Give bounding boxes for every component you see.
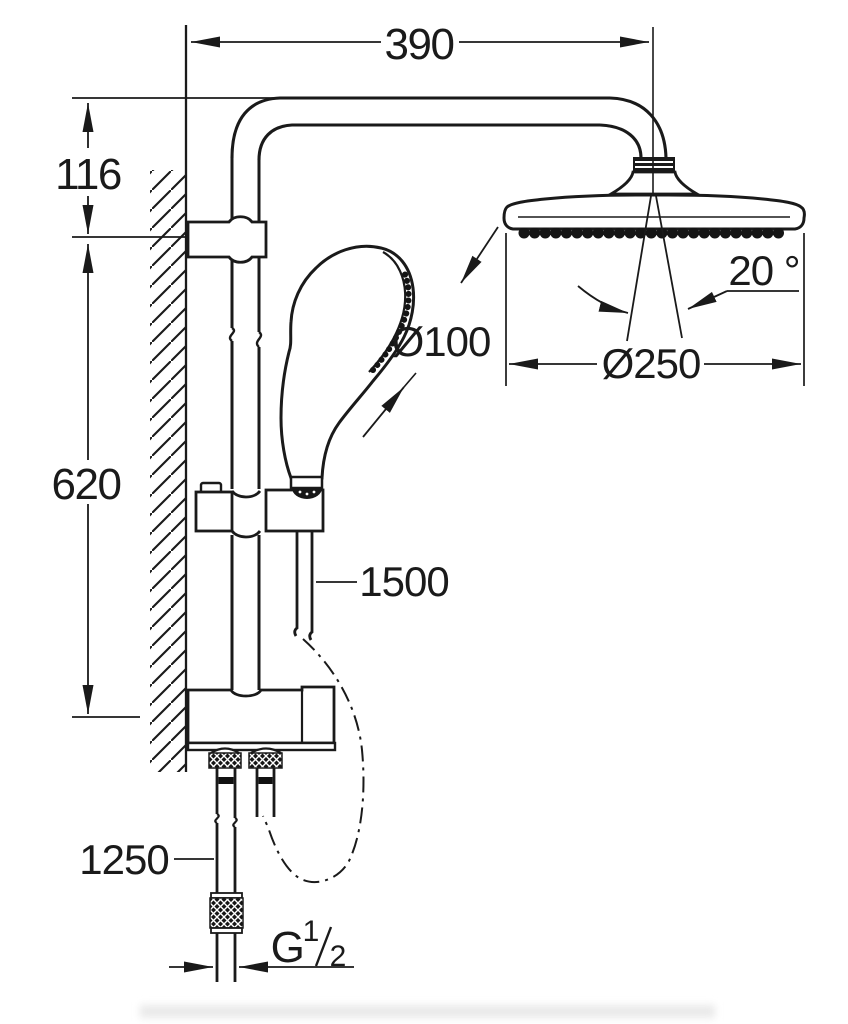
left-nut-dome — [210, 747, 240, 754]
head-shower-disc — [502, 193, 806, 231]
dome-dot — [305, 492, 309, 496]
dim-100-lower-tail — [403, 372, 417, 388]
label-head-drop: 116 — [55, 150, 121, 199]
arm-inner-edge — [257, 123, 600, 161]
supply-hose-band — [218, 777, 234, 784]
arm-outer-edge — [230, 96, 610, 159]
bottom-fitting — [186, 685, 337, 982]
label-thread-numerator: 1 — [303, 915, 320, 948]
angle-right-leader — [687, 290, 728, 310]
arm-right-inner — [599, 123, 643, 159]
dim-100-lower-arrow — [362, 386, 405, 438]
wall-bracket — [186, 215, 268, 264]
hand-shower — [279, 244, 416, 490]
label-head-dia: Ø250 — [602, 340, 701, 387]
hose-left-edge — [293, 531, 299, 637]
overhead-shower — [502, 27, 806, 342]
head-connector-nut — [633, 157, 675, 172]
hose-right-edge — [308, 531, 314, 641]
inlet-pipe — [215, 933, 237, 982]
label-thread-letter: G — [271, 923, 304, 972]
dome-dot — [312, 490, 316, 494]
hand-shower-hose — [262, 531, 365, 884]
label-hand-hose-length: 1500 — [359, 558, 448, 605]
watermark-remnant — [140, 1005, 715, 1018]
label-rail-span: 620 — [52, 460, 121, 509]
spray-cone-left-line — [626, 195, 652, 342]
right-nut-dome — [250, 747, 282, 754]
supply-hose-break-left — [214, 813, 220, 824]
rail-break-right — [255, 331, 263, 348]
rail-break-left — [228, 326, 236, 342]
thread-fraction-slash — [314, 926, 333, 967]
wall-hatching — [150, 170, 186, 772]
fitting-body — [186, 685, 336, 745]
lower-knurled-nut — [209, 897, 244, 929]
dimensions — [72, 36, 805, 973]
label-thread-denominator: 2 — [330, 940, 347, 973]
hand-shower-face-knurl — [370, 267, 412, 373]
shower-arm — [230, 96, 668, 161]
supply-hose-break-right — [232, 817, 238, 828]
short-hose-band — [258, 777, 273, 784]
slider-left-block — [194, 490, 234, 533]
lower-nut-bottom-band — [210, 927, 243, 934]
spray-cone-right-line — [655, 195, 683, 339]
rail-slider-holder — [194, 481, 325, 539]
supply-hose — [214, 768, 276, 893]
slider-top-wave — [230, 490, 262, 499]
dome-dot — [298, 490, 302, 494]
label-supply-hose-length: 1250 — [79, 836, 168, 883]
left-knurled-nut — [208, 752, 242, 769]
dim-100-upper-arrow — [460, 226, 499, 284]
arm-right-outer — [609, 96, 668, 159]
wall-section — [150, 25, 188, 772]
label-arm-reach: 390 — [385, 20, 454, 69]
right-knurled-nut — [248, 752, 283, 769]
label-hand-shower-dia: Ø100 — [392, 318, 491, 365]
label-spray-angle: 20 ° — [728, 247, 799, 294]
slider-bottom-wave — [230, 530, 262, 539]
dimension-labels: 390 116 620 Ø100 Ø250 20 ° 1500 1250 G 1… — [52, 20, 801, 973]
angle-left-leader — [577, 285, 629, 314]
head-connector-flare — [605, 170, 703, 196]
hand-shower-cone-nut — [289, 475, 324, 490]
